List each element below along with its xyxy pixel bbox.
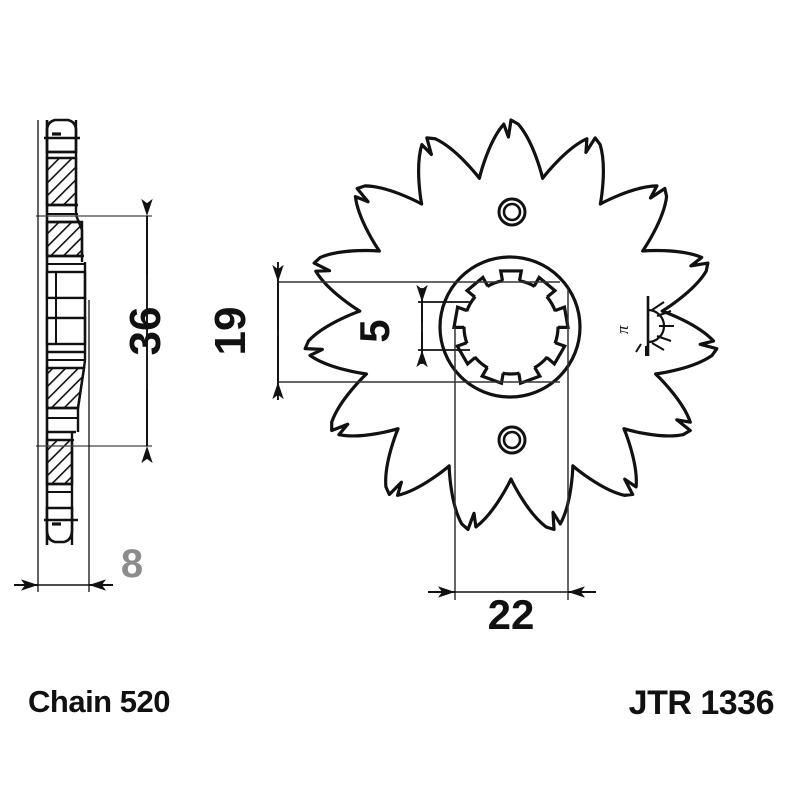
surface-finish-symbol: π	[613, 296, 674, 356]
front-face-view: π	[272, 118, 719, 600]
bolt-hole-bottom	[497, 425, 527, 455]
section-hatch-lower	[45, 366, 86, 486]
dimension-label-36: 36	[121, 307, 170, 356]
dimension-8	[14, 120, 113, 592]
dimension-label-8: 8	[121, 542, 143, 586]
surface-symbol-glyph: π	[613, 325, 632, 334]
side-section-view	[14, 118, 153, 592]
dimension-label-22: 22	[488, 591, 535, 638]
extension-lines-22	[454, 290, 569, 600]
dimension-label-19: 19	[206, 307, 255, 356]
section-tooth-top	[44, 118, 80, 154]
splined-bore	[452, 269, 570, 386]
bolt-hole-top	[497, 197, 527, 227]
section-shoulder-upper	[47, 214, 84, 265]
chain-label: Chain 520	[28, 684, 170, 719]
part-number-label: JTR 1336	[628, 684, 775, 722]
extension-lines-19	[278, 281, 560, 383]
section-body-upper	[47, 120, 80, 224]
section-tooth-bottom	[44, 506, 78, 544]
section-hub-core	[45, 262, 87, 361]
dimension-label-5: 5	[351, 319, 398, 342]
dimension-5	[416, 284, 470, 368]
